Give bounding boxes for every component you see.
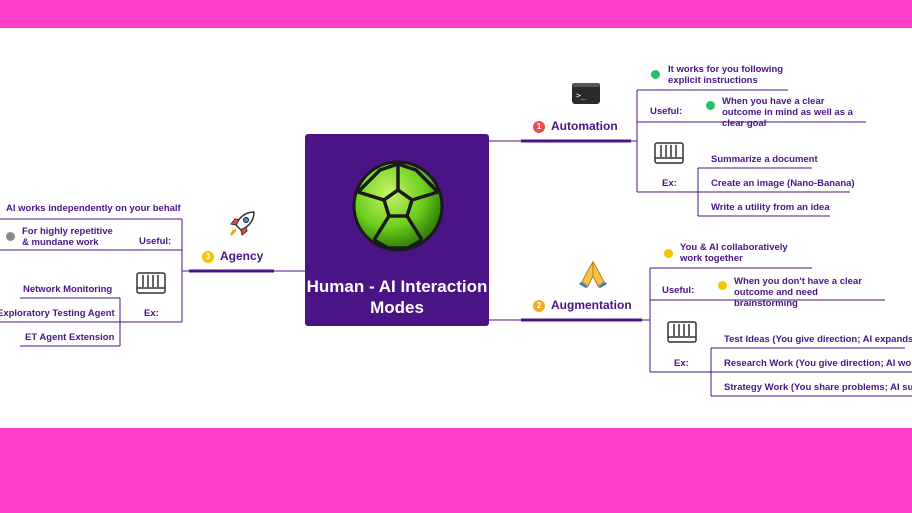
branch-automation: 1 Automation xyxy=(533,119,618,133)
augmentation-definition: You & AI collaboratively work together xyxy=(680,242,788,264)
soccer-ball-icon xyxy=(352,160,444,252)
folded-hands-icon xyxy=(579,260,607,288)
augmentation-example-1: Test Ideas (You give direction; AI expan… xyxy=(724,334,912,345)
center-title: Human - AI Interaction Modes xyxy=(306,277,488,317)
automation-definition: It works for you following explicit inst… xyxy=(668,64,784,86)
yellow-flag-icon xyxy=(718,281,727,290)
automation-ex-label: Ex: xyxy=(662,178,677,189)
agency-useful-label: Useful: xyxy=(139,236,172,247)
green-dot-icon xyxy=(651,70,660,79)
number-badge: 3 xyxy=(202,251,214,263)
augmentation-example-2: Research Work (You give direction; AI wo… xyxy=(724,358,912,369)
branch-agency: 3 Agency xyxy=(202,249,263,263)
augmentation-ex-label: Ex: xyxy=(674,358,689,369)
number-badge: 1 xyxy=(533,121,545,133)
abacus-icon xyxy=(136,272,166,294)
branch-label: Augmentation xyxy=(551,298,632,312)
rocket-icon xyxy=(230,211,255,236)
top-band xyxy=(0,0,912,28)
svg-text:>_: >_ xyxy=(576,91,586,100)
automation-example-2: Create an image (Nano-Banana) xyxy=(711,178,855,189)
abacus-icon xyxy=(667,321,697,343)
branch-label: Agency xyxy=(220,249,264,263)
grey-flag-icon xyxy=(6,232,15,241)
augmentation-useful-label: Useful: xyxy=(662,285,695,296)
connector-lines xyxy=(0,89,912,397)
center-node: Human - AI Interaction Modes xyxy=(305,134,489,326)
branch-label: Automation xyxy=(551,119,618,133)
terminal-icon: >_ xyxy=(572,83,600,104)
abacus-icon xyxy=(654,142,684,164)
yellow-dot-icon xyxy=(664,249,673,258)
mind-map-canvas: Human - AI Interaction Modes >_ 1 Automat… xyxy=(0,28,912,428)
automation-example-1: Summarize a document xyxy=(711,154,818,165)
agency-definition: AI works independently on your behalf xyxy=(6,203,181,214)
agency-example-2: Exploratory Testing Agent xyxy=(0,308,115,319)
agency-useful: For highly repetitive & mundane work xyxy=(22,226,113,248)
number-badge: 2 xyxy=(533,300,545,312)
bottom-band xyxy=(0,428,912,513)
augmentation-useful: When you don't have a clear outcome and … xyxy=(734,276,862,309)
automation-example-3: Write a utility from an idea xyxy=(711,202,830,213)
green-flag-icon xyxy=(706,101,715,110)
agency-ex-label: Ex: xyxy=(144,308,159,319)
agency-example-1: Network Monitoring xyxy=(23,284,113,295)
automation-useful: When you have a clear outcome in mind as… xyxy=(722,96,853,129)
agency-example-3: ET Agent Extension xyxy=(25,332,115,343)
augmentation-example-3: Strategy Work (You share problems; AI su… xyxy=(724,382,912,393)
automation-useful-label: Useful: xyxy=(650,106,683,117)
branch-augmentation: 2 Augmentation xyxy=(533,298,632,312)
